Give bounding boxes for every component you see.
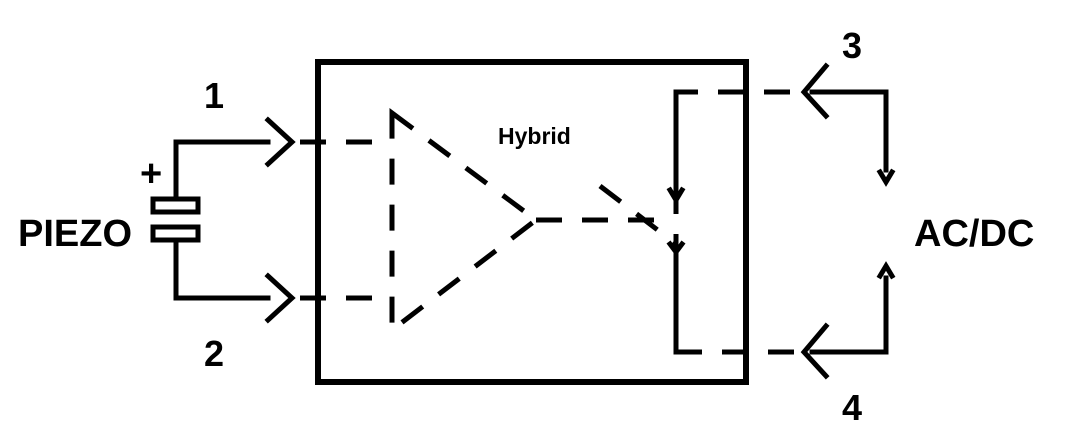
- pin3-label: 3: [842, 25, 862, 66]
- connector-pin4: [800, 322, 830, 380]
- wire-pin4: [809, 275, 889, 355]
- connector-pin2: [264, 272, 296, 324]
- amplifier-triangle: [389, 108, 541, 336]
- connector-pin1: [264, 116, 296, 168]
- terminal-top: [876, 168, 896, 187]
- hybrid-module-box: [315, 59, 749, 385]
- terminal-bottom: [876, 261, 896, 280]
- pin1-label: 1: [204, 75, 224, 116]
- piezo-element: [150, 139, 201, 301]
- pin4-label: 4: [842, 387, 862, 428]
- plus-label: +: [140, 153, 162, 195]
- dashed-output-top: [673, 89, 812, 96]
- wire-pin3: [809, 89, 889, 173]
- hybrid-label: Hybrid: [498, 123, 571, 149]
- piezo-label: PIEZO: [18, 213, 132, 255]
- switch-lever: [598, 184, 678, 246]
- connector-pin3: [800, 62, 830, 120]
- pin2-label: 2: [204, 333, 224, 374]
- acdc-label: AC/DC: [914, 213, 1034, 255]
